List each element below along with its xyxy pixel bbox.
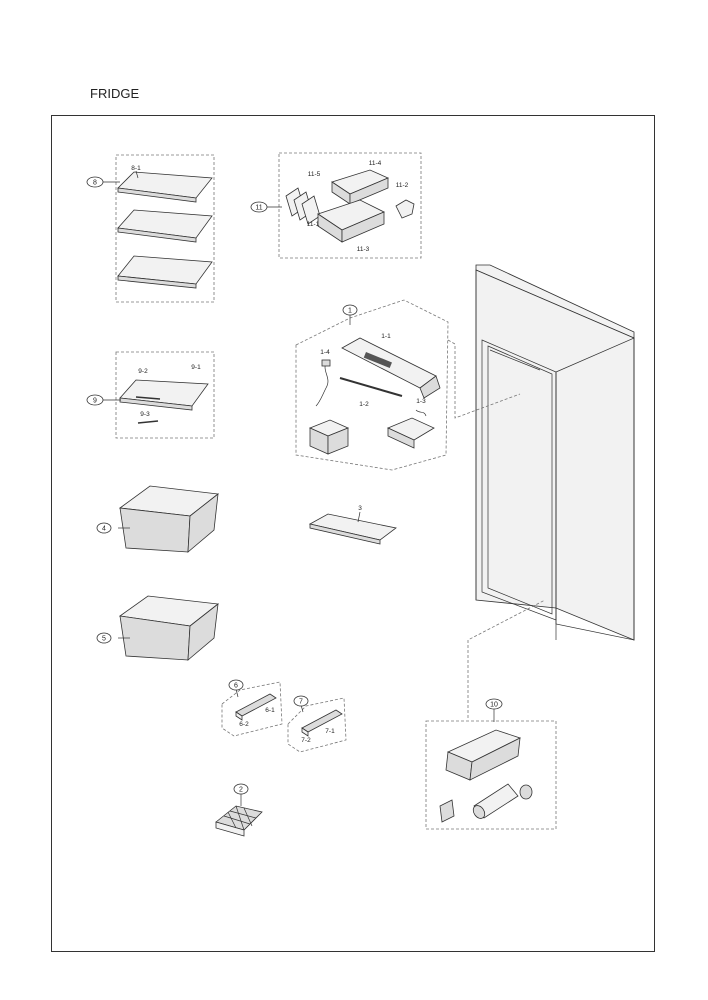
- part-label-9-2: 9-2: [138, 368, 148, 375]
- part-label-8-1: 8-1: [131, 165, 141, 172]
- refrigerator-cabinet: [475, 264, 635, 641]
- part-9-3[interactable]: [137, 420, 159, 424]
- part-9-2[interactable]: [119, 379, 209, 411]
- part-1-4[interactable]: [315, 359, 331, 407]
- group-9-shelf: 9-2 9-1 9-3 9: [86, 351, 215, 439]
- callout-9[interactable]: [86, 394, 104, 406]
- part-11-3[interactable]: [317, 199, 385, 243]
- group-10-filter: 10: [425, 698, 557, 830]
- callout-8-label: 8: [93, 180, 97, 187]
- group-7-rail: 7 7-2 7-1: [287, 695, 347, 753]
- part-6-rail[interactable]: [235, 693, 277, 721]
- callout-4[interactable]: [96, 522, 112, 534]
- group-6-rail: 6 6-2 6-1: [221, 679, 283, 737]
- part-label-6-1: 6-1: [265, 707, 275, 714]
- group-11-boundary: [278, 152, 422, 259]
- part-label-7-2: 7-2: [301, 737, 311, 744]
- shelf-8-bottom: [117, 255, 213, 289]
- callout-2-label: 2: [239, 787, 243, 794]
- part-10-housing[interactable]: [445, 729, 522, 781]
- callout-4-label: 4: [102, 526, 106, 533]
- group-10-boundary: [425, 720, 557, 830]
- part-label-9-3: 9-3: [140, 411, 150, 418]
- group-1-boundary: [295, 299, 449, 471]
- part-7-rail[interactable]: [301, 709, 343, 737]
- group-11-assembly: 11 11-5 11-4 11-2 11-1 11-3: [250, 152, 422, 259]
- part-11-4[interactable]: [331, 169, 390, 205]
- page-title: FRIDGE: [90, 86, 140, 101]
- part-label-11-3: 11-3: [357, 246, 370, 253]
- group-8-shelves: 8 8-1: [86, 154, 215, 303]
- callout-6-label: 6: [234, 683, 238, 690]
- callout-10-label: 10: [490, 702, 498, 709]
- part-label-1-1: 1-1: [381, 333, 391, 340]
- part-label-9-1: 9-1: [191, 364, 201, 371]
- part-10-cartridge[interactable]: [471, 783, 519, 821]
- part-label-11-2: 11-2: [396, 182, 409, 189]
- shelf-8-mid: [117, 209, 213, 243]
- part-2-grille[interactable]: 2: [215, 783, 263, 837]
- callout-2[interactable]: [233, 783, 249, 795]
- part-10-cap[interactable]: [519, 784, 533, 800]
- part-label-11-4: 11-4: [369, 160, 382, 167]
- callout-5[interactable]: [96, 632, 112, 644]
- leader-lines: [447, 339, 546, 718]
- part-3-tray[interactable]: 3: [308, 505, 397, 545]
- part-4-drawer[interactable]: 4: [96, 485, 220, 553]
- callout-9-label: 9: [93, 398, 97, 405]
- part-label-11-5: 11-5: [308, 171, 321, 178]
- group-8-boundary: [115, 154, 215, 303]
- part-label-7-1: 7-1: [325, 728, 335, 735]
- part-10-knob[interactable]: [439, 799, 455, 823]
- part-5-drawer[interactable]: 5: [96, 595, 220, 661]
- callout-7[interactable]: [293, 695, 309, 707]
- part-1-3[interactable]: [387, 409, 435, 449]
- part-label-11-1: 11-1: [307, 221, 320, 228]
- group-1-assembly: 1 1-1 1-4 1-2 1-3: [295, 299, 449, 471]
- part-11-5[interactable]: [285, 187, 321, 225]
- part-1-2[interactable]: [339, 377, 403, 397]
- diagram-frame: [51, 115, 655, 952]
- part-11-2[interactable]: [395, 199, 415, 219]
- group-9-boundary: [115, 351, 215, 439]
- callout-1-label: 1: [348, 308, 352, 315]
- callout-6[interactable]: [228, 679, 244, 691]
- callout-11-label: 11: [255, 205, 262, 212]
- callout-8[interactable]: [86, 176, 104, 188]
- callout-1[interactable]: [342, 304, 358, 316]
- part-1-1[interactable]: [341, 337, 441, 399]
- group-6-boundary: [221, 681, 283, 737]
- shelf-8-1[interactable]: [117, 171, 213, 203]
- part-label-1-4: 1-4: [320, 349, 330, 356]
- callout-11[interactable]: [250, 201, 268, 213]
- callout-7-label: 7: [299, 699, 303, 706]
- part-label-3: 3: [358, 505, 362, 512]
- part-label-1-2: 1-2: [359, 401, 369, 408]
- part-1-housing: [308, 419, 350, 455]
- group-7-boundary: [287, 697, 347, 753]
- callout-5-label: 5: [102, 636, 106, 643]
- callout-10[interactable]: [485, 698, 503, 710]
- part-label-1-3: 1-3: [416, 398, 426, 405]
- part-label-6-2: 6-2: [239, 721, 249, 728]
